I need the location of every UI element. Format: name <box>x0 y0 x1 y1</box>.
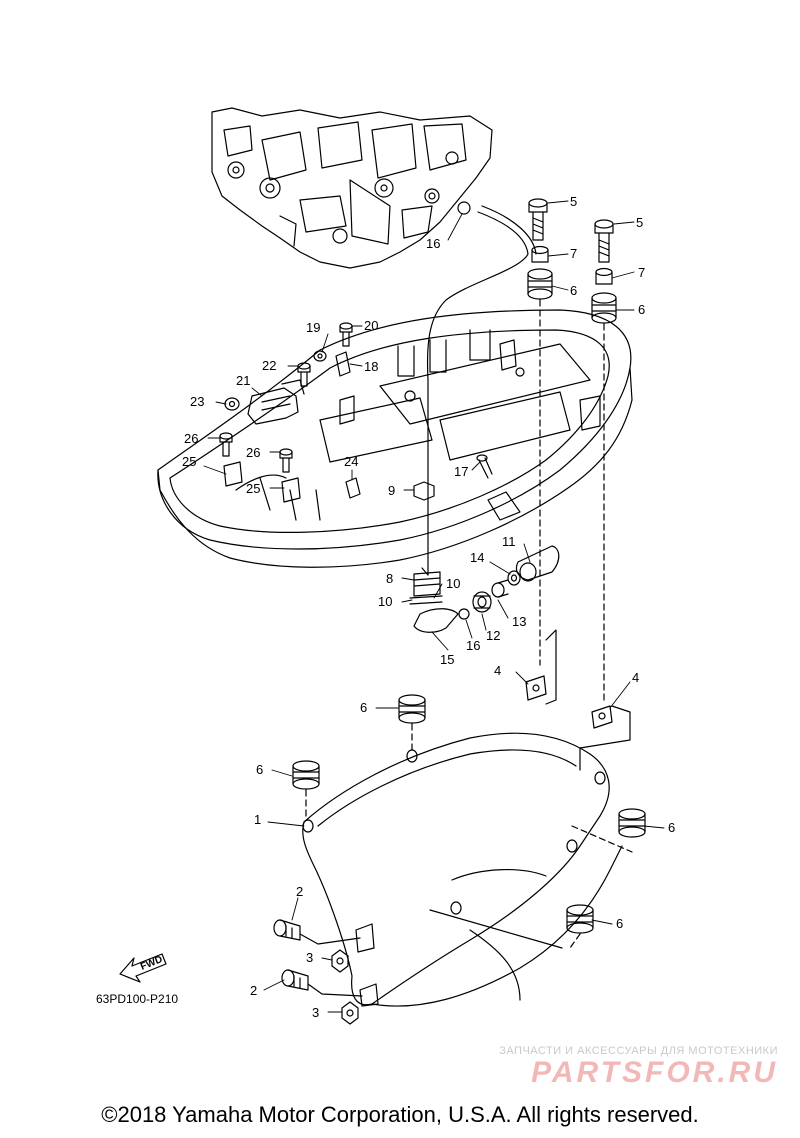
callout-2: 2 <box>250 983 257 998</box>
callout-4: 4 <box>632 670 639 685</box>
clamp-21 <box>247 379 305 425</box>
watermark-logo: PARTSFOR.RU <box>531 1056 778 1089</box>
hose-15 <box>413 608 459 633</box>
callout-6: 6 <box>570 283 577 298</box>
bolt-26-right <box>279 448 293 473</box>
callout-6: 6 <box>616 916 623 931</box>
nut-3-lower <box>341 1001 359 1025</box>
callout-9: 9 <box>388 483 395 498</box>
callout-24: 24 <box>344 454 358 469</box>
flush-cap-11 <box>515 545 560 582</box>
bracket-18 <box>335 351 351 377</box>
bolt-26-left <box>219 432 233 457</box>
callout-25: 25 <box>246 481 260 496</box>
callout-7: 7 <box>570 246 577 261</box>
leader-lines <box>203 200 665 1013</box>
bolt-20 <box>339 322 353 347</box>
callout-19: 19 <box>306 320 320 335</box>
callout-11: 11 <box>502 534 516 549</box>
bolt-5-right <box>594 219 614 263</box>
plate-4-left <box>525 675 547 701</box>
nut-3-upper <box>331 949 349 973</box>
callout-2: 2 <box>296 884 303 899</box>
callout-16: 16 <box>466 638 480 653</box>
holder-25-right <box>281 477 301 503</box>
callout-26: 26 <box>184 431 198 446</box>
callout-labels: 5 5 7 7 6 6 16 20 19 18 22 21 23 26 26 2… <box>139 194 675 1020</box>
grommet-6-left <box>527 268 553 300</box>
clamp-16-lower <box>458 608 470 620</box>
callout-8: 8 <box>386 571 393 586</box>
diagram-code: 63PD100-P210 <box>96 992 179 1006</box>
callout-7: 7 <box>638 265 645 280</box>
callout-6: 6 <box>638 302 645 317</box>
callout-22: 22 <box>262 358 276 373</box>
callout-23: 23 <box>190 394 204 409</box>
callout-12: 12 <box>486 628 500 643</box>
copyright-notice: ©2018 Yamaha Motor Corporation, U.S.A. A… <box>101 1102 699 1127</box>
nut-12 <box>472 591 492 613</box>
screw-17 <box>476 454 493 479</box>
callout-21: 21 <box>236 373 250 388</box>
callout-6: 6 <box>360 700 367 715</box>
callout-15: 15 <box>440 652 454 667</box>
grommet-6-lower-2 <box>292 760 320 790</box>
callout-10: 10 <box>446 576 460 591</box>
callout-16: 16 <box>426 236 440 251</box>
bolt-2-upper <box>273 919 301 941</box>
lower-cowling-1 <box>302 732 623 1007</box>
callout-4: 4 <box>494 663 501 678</box>
grommet-6-lower-1 <box>398 694 426 724</box>
callout-20: 20 <box>364 318 378 333</box>
callout-14: 14 <box>470 550 484 565</box>
callout-17: 17 <box>454 464 468 479</box>
nut-9 <box>413 481 435 501</box>
callout-26: 26 <box>246 445 260 460</box>
watermark-tagline: ЗАПЧАСТИ И АКСЕССУАРЫ ДЛЯ МОТОТЕХНИКИ <box>499 1045 778 1057</box>
callout-3: 3 <box>312 1005 319 1020</box>
grommet-24 <box>345 477 361 499</box>
grommet-6-lower-4 <box>566 904 594 934</box>
water-hose <box>421 201 537 576</box>
bolt-5-left <box>528 198 548 241</box>
bolt-2-lower <box>281 969 309 991</box>
clip-23 <box>224 397 240 411</box>
callout-25: 25 <box>182 454 196 469</box>
callout-1: 1 <box>254 812 261 827</box>
callout-6: 6 <box>668 820 675 835</box>
band-10 <box>409 595 443 605</box>
callout-13: 13 <box>512 614 526 629</box>
holder-25-left <box>223 461 243 487</box>
clip-19 <box>313 350 327 362</box>
collar-7-right <box>595 267 613 285</box>
engine-block <box>211 107 493 269</box>
callout-5: 5 <box>570 194 577 209</box>
mount-lines-lower <box>305 723 633 949</box>
washer-14 <box>507 570 521 586</box>
fwd-arrow-icon <box>119 953 167 983</box>
callout-10: 10 <box>378 594 392 609</box>
grommet-8 <box>413 571 441 597</box>
plate-4-right <box>591 705 613 729</box>
callout-3: 3 <box>306 950 313 965</box>
fitting-13 <box>491 579 509 598</box>
mount-lines <box>539 299 605 701</box>
callout-6: 6 <box>256 762 263 777</box>
callout-5: 5 <box>636 215 643 230</box>
cowling-tray <box>157 309 633 568</box>
callout-18: 18 <box>364 359 378 374</box>
grommet-6-lower-3 <box>618 808 646 838</box>
